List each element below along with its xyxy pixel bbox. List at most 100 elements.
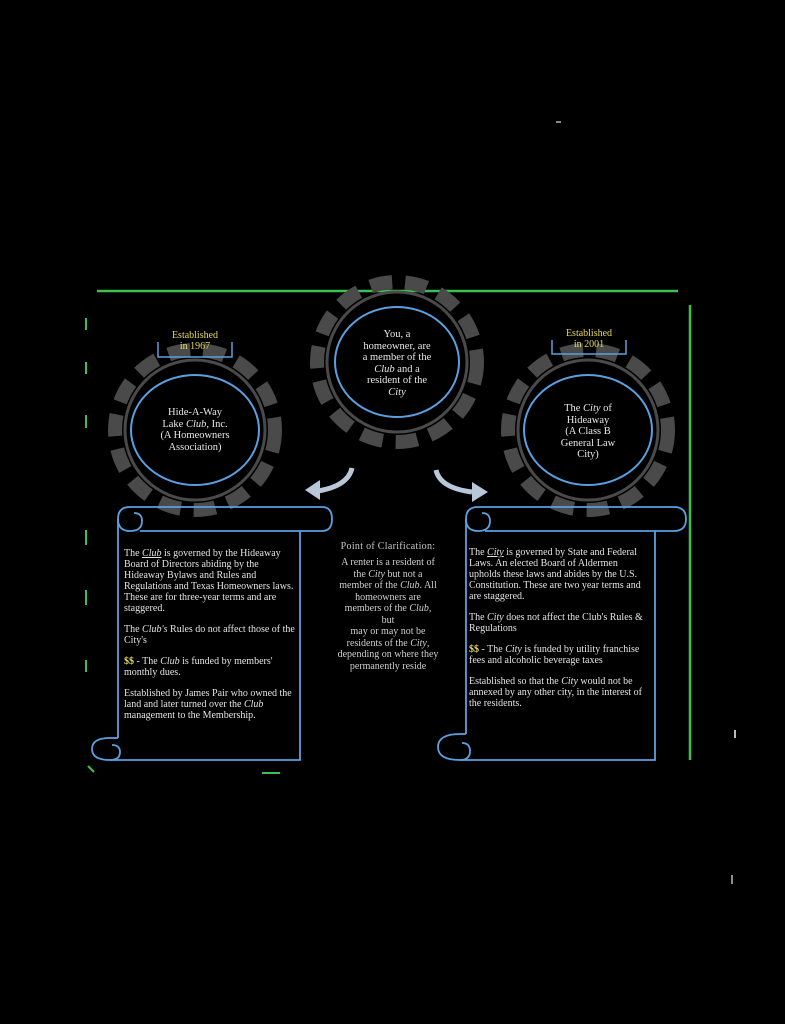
clarification-line: depending on where they: [337, 649, 439, 660]
club-word: Club: [374, 363, 395, 375]
left-gear-fragment: Lake: [162, 418, 186, 430]
text-fragment: The: [469, 612, 488, 623]
top-gear-line: Club and a: [345, 364, 449, 376]
right-scroll: [437, 506, 687, 761]
text-fragment: residents of the: [346, 637, 411, 649]
text-fragment: ,: [428, 603, 432, 614]
clarification-title: Point of Clarification:: [340, 541, 436, 552]
top-gear-line: resident of the: [366, 375, 428, 386]
club-word: Club: [400, 580, 420, 591]
club-word: Club: [185, 418, 207, 430]
text-fragment: is funded by utility franchise fees and …: [469, 644, 640, 666]
clarification-line: members of the Club,: [316, 603, 460, 615]
city-word: City: [487, 547, 504, 558]
left-established-label: Established in 1967: [155, 330, 235, 352]
text-fragment: management to the Membership.: [124, 710, 256, 721]
text-fragment: Rules do not affect those of the City's: [124, 624, 295, 646]
right-scroll-text: The City is governed by State and Federa…: [469, 547, 651, 719]
right-established-bracket: [551, 340, 627, 355]
clarification-line: homeowners are: [355, 591, 421, 603]
text-fragment: members of the: [344, 603, 410, 614]
text-fragment: the: [353, 568, 369, 580]
city-word: City: [410, 637, 427, 649]
city-word: City: [561, 676, 578, 687]
left-scroll-paragraph: The Club's Rules do not affect those of …: [124, 624, 296, 646]
text-fragment: - The: [479, 644, 506, 655]
club-word: Club: [160, 656, 180, 667]
left-gear-line: Hide-A-Way: [168, 407, 222, 418]
established-year: in 2001: [573, 339, 605, 350]
text-fragment: . All: [419, 580, 437, 591]
text-fragment: - The: [134, 656, 161, 667]
established-year: in 1967: [179, 341, 211, 352]
city-word: City: [505, 644, 522, 655]
club-word: Club: [409, 603, 429, 614]
text-fragment: Established so that the: [469, 676, 562, 687]
text-fragment: but not a: [384, 568, 423, 580]
clarification-line: A renter is a resident of: [341, 557, 435, 568]
right-gear-line: The City of: [538, 403, 638, 415]
text-fragment: ,: [426, 637, 430, 649]
established-line: Established: [171, 330, 219, 341]
text-fragment: The: [469, 547, 488, 558]
text-fragment: is governed by the Hideaway Board of Dir…: [124, 548, 294, 614]
club-word: Club's: [142, 624, 168, 635]
left-gear-line: Lake Club, Inc.: [140, 419, 250, 431]
right-gear-line: Hideaway: [566, 414, 610, 426]
right-curved-arrow: [433, 469, 488, 502]
clarification-line: member of the Club. All: [316, 580, 460, 592]
text-fragment: The: [124, 548, 143, 559]
money-symbol: $$: [469, 644, 479, 655]
clarification-line: the City but not a: [316, 569, 460, 581]
right-gear-text: The City of Hideaway (A Class B General …: [538, 403, 638, 461]
text-fragment: does not affect the Club's Rules & Regul…: [469, 612, 643, 634]
text-fragment: The: [124, 624, 143, 635]
city-word: City: [487, 612, 504, 623]
text-fragment: member of the: [339, 580, 401, 591]
left-gear-line: (A Homeowners: [160, 430, 230, 441]
left-scroll-paragraph: The Club is governed by the Hideaway Boa…: [124, 548, 296, 614]
clarification-body: A renter is a resident of the City but n…: [316, 557, 460, 672]
text-fragment: is funded by members' monthly dues.: [124, 656, 273, 678]
top-gear: [310, 275, 484, 449]
top-gear-line: a member of the: [362, 352, 432, 363]
left-gear: [108, 343, 282, 517]
right-scroll-paragraph: The City is governed by State and Federa…: [469, 547, 651, 602]
right-gear-line: (A Class B: [565, 426, 611, 437]
text-fragment: is governed by State and Federal Laws. A…: [469, 547, 641, 602]
clarification-line: may or may not be: [350, 626, 426, 637]
right-gear-fragment: The: [564, 403, 584, 414]
frame-bottom-dash: [87, 765, 95, 773]
left-established-bracket: [157, 342, 233, 358]
city-word: City: [583, 403, 601, 414]
top-gear-line: homeowner, are: [363, 340, 431, 352]
top-gear-fragment: and a: [394, 363, 420, 375]
right-gear-line: City): [577, 449, 599, 460]
right-gear-line: General Law: [560, 437, 616, 449]
right-gear: [501, 343, 675, 517]
left-scroll-paragraph: $$ - The Club is funded by members' mont…: [124, 656, 296, 678]
left-gear-line: Association): [168, 441, 222, 453]
right-gear-fragment: of: [600, 403, 612, 414]
left-gear-fragment: , Inc.: [206, 418, 228, 430]
money-symbol: $$: [124, 656, 134, 667]
clarification-line: permanently reside: [349, 660, 427, 672]
top-gear-line: You, a: [383, 329, 411, 340]
right-scroll-paragraph: The City does not affect the Club's Rule…: [469, 612, 651, 634]
left-scroll-text: The Club is governed by the Hideaway Boa…: [124, 548, 296, 731]
clarification-line: residents of the City,: [316, 638, 460, 650]
city-word: City: [368, 568, 385, 580]
left-scroll-paragraph: Established by James Pair who owned the …: [124, 688, 296, 721]
city-word: City: [388, 386, 406, 398]
text-fragment: would not be annexed by any other city, …: [469, 676, 642, 709]
left-curved-arrow: [305, 467, 355, 500]
club-word: Club: [142, 548, 162, 559]
left-scroll: [91, 506, 333, 761]
right-scroll-paragraph: $$ - The City is funded by utility franc…: [469, 644, 651, 666]
clarification-line: but: [381, 614, 395, 626]
right-scroll-paragraph: Established so that the City would not b…: [469, 676, 651, 709]
top-gear-text: You, a homeowner, are a member of the Cl…: [345, 329, 449, 398]
right-established-label: Established in 2001: [549, 328, 629, 350]
text-fragment: Established by James Pair who owned the …: [124, 688, 292, 710]
